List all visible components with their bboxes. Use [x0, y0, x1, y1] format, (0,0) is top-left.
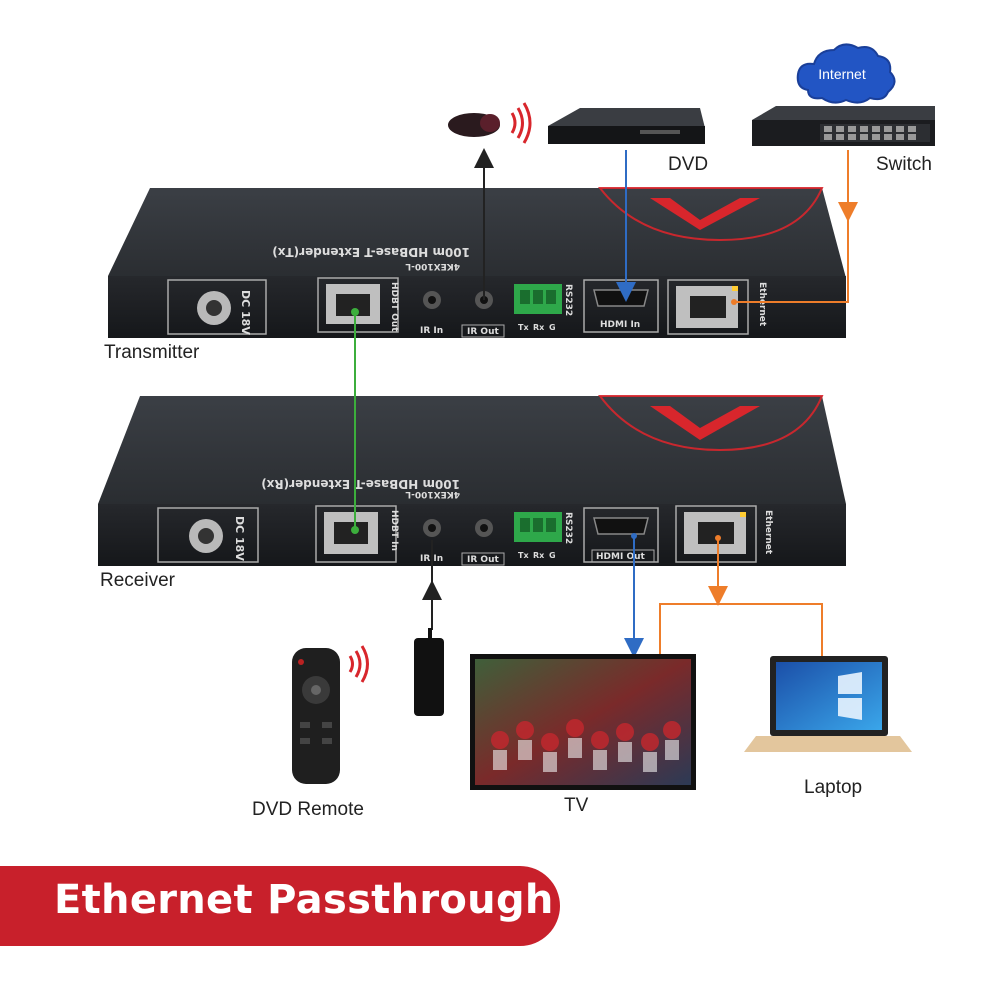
- rx-dc-label: DC 18V: [233, 516, 246, 561]
- rx-tx-label: Tx: [518, 551, 529, 560]
- receiver-unit: 100m HDBase-T Extender(Rx) 4KEX100-L DC …: [98, 395, 846, 566]
- network-switch-icon: [752, 106, 935, 146]
- rx-hdbt-label: HDBT In: [389, 510, 399, 551]
- tv-label: TV: [564, 795, 589, 816]
- rx-rs232-label: RS232: [563, 512, 573, 544]
- ir-emitter-icon: [448, 102, 532, 144]
- ethernet-split-link: [659, 603, 823, 656]
- tx-g-label: G: [549, 323, 556, 332]
- rx-ir-out-label: IR Out: [467, 555, 499, 565]
- remote-control-icon: [292, 645, 369, 784]
- banner: [0, 866, 560, 946]
- internet-cloud-icon: [796, 43, 896, 104]
- tx-ethernet-label: Ethernet: [757, 282, 767, 327]
- tx-ir-out-label: IR Out: [467, 327, 499, 337]
- rx-hdmi-label: HDMI Out: [596, 552, 645, 562]
- transmitter-unit: 100m HDBase-T Extender(Tx) 4KEX100-L DC …: [108, 187, 846, 338]
- receiver-top-text: 100m HDBase-T Extender(Rx): [261, 477, 460, 491]
- tx-hdmi-label: HDMI In: [600, 320, 640, 330]
- tx-ir-in-label: IR In: [420, 326, 443, 336]
- receiver-label: Receiver: [100, 570, 176, 591]
- laptop-icon: [744, 656, 912, 752]
- tx-dc-label: DC 18V: [239, 290, 252, 335]
- tv-icon: [470, 654, 696, 790]
- dvd-player-icon: [548, 108, 705, 144]
- dvd-remote-label: DVD Remote: [252, 799, 364, 820]
- switch-label: Switch: [876, 154, 932, 175]
- rx-ethernet-label: Ethernet: [763, 510, 773, 555]
- transmitter-top-text: 100m HDBase-T Extender(Tx): [272, 245, 470, 259]
- brand-logo: [650, 198, 760, 230]
- tx-hdbt-label: HDBT Out: [389, 282, 399, 332]
- tx-rs232-label: RS232: [563, 284, 573, 316]
- tx-tx-label: Tx: [518, 323, 529, 332]
- rx-g-label: G: [549, 551, 556, 560]
- receiver-model: 4KEX100-L: [405, 489, 460, 499]
- ethernet-tx-link: [734, 218, 849, 303]
- laptop-label: Laptop: [804, 777, 862, 798]
- dvd-label: DVD: [668, 154, 708, 175]
- banner-title: Ethernet Passthrough: [54, 877, 554, 923]
- transmitter-model: 4KEX100-L: [405, 261, 460, 271]
- transmitter-label: Transmitter: [104, 342, 200, 363]
- internet-label: Internet: [818, 66, 866, 82]
- ir-receiver-icon: [414, 628, 444, 716]
- tx-rx-label: Rx: [533, 323, 545, 332]
- brand-logo: [650, 406, 760, 440]
- rx-rx-label: Rx: [533, 551, 545, 560]
